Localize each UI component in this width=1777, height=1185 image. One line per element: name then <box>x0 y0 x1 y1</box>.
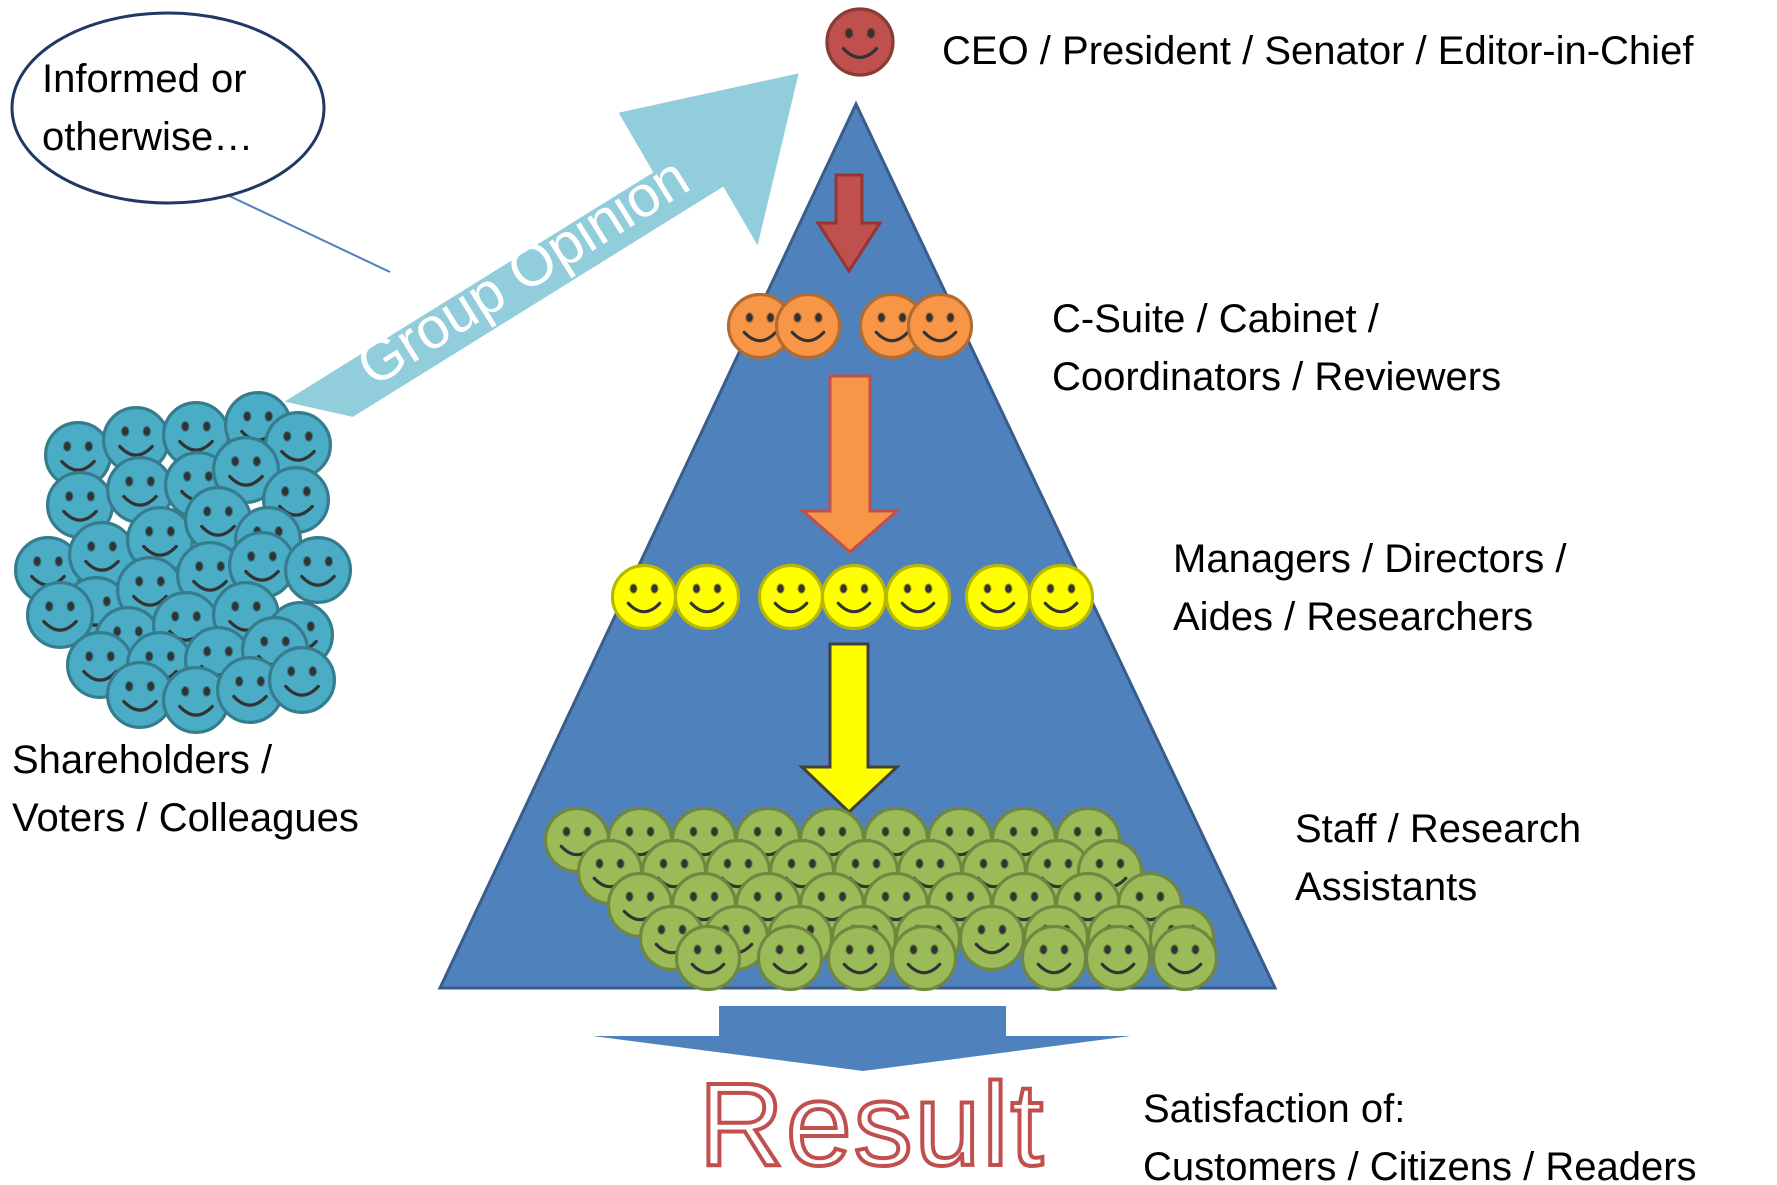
smiley-face-icon <box>964 563 1032 631</box>
smiley-face-icon <box>267 645 337 715</box>
arrow-down-level3 <box>798 642 901 815</box>
group-opinion-arrow: Group Opinion <box>279 70 802 420</box>
label-top: CEO / President / Senator / Editor-in-Ch… <box>942 29 1694 73</box>
smiley-face-icon <box>1020 924 1088 992</box>
smiley-face-icon <box>884 563 952 631</box>
label-group: Shareholders / Voters / Colleagues <box>12 731 359 847</box>
label-level4-line-2: Assistants <box>1295 865 1478 909</box>
callout-text: Informed or otherwise… <box>42 50 253 166</box>
smiley-face-icon <box>826 924 894 992</box>
smiley-face-icon <box>825 7 895 77</box>
label-level3-line-2: Aides / Researchers <box>1173 595 1534 639</box>
arrow-down-top <box>815 173 883 274</box>
result-title: Result <box>697 1059 1046 1185</box>
group-opinion-label: Group Opinion <box>346 144 700 399</box>
result-arrow <box>576 1004 1147 1074</box>
smiley-face-icon <box>906 292 974 360</box>
label-level2: C-Suite / Cabinet / Coordinators / Revie… <box>1052 290 1501 406</box>
label-satisfaction-line-2: Customers / Citizens / Readers <box>1143 1145 1697 1185</box>
callout-line-2: otherwise… <box>42 115 254 159</box>
label-level4-line-1: Staff / Research <box>1295 807 1582 851</box>
label-group-line-2: Voters / Colleagues <box>12 796 359 840</box>
smiley-face-icon <box>890 924 958 992</box>
arrow-down-level2 <box>798 374 902 554</box>
label-level2-line-2: Coordinators / Reviewers <box>1052 355 1502 399</box>
shareholders-group <box>13 390 353 735</box>
label-group-line-1: Shareholders / <box>12 738 273 782</box>
callout-bubble <box>10 11 391 273</box>
label-level3-line-1: Managers / Directors / <box>1173 537 1567 581</box>
smiley-face-icon <box>756 924 824 992</box>
label-level2-line-1: C-Suite / Cabinet / <box>1052 297 1379 341</box>
smiley-face-icon <box>283 535 353 605</box>
smiley-face-icon <box>673 563 741 631</box>
smiley-face-icon <box>1151 924 1219 992</box>
managers-group <box>610 563 1095 631</box>
label-level4: Staff / Research Assistants <box>1295 800 1581 916</box>
smiley-face-icon <box>757 563 825 631</box>
label-satisfaction-line-1: Satisfaction of: <box>1143 1087 1406 1131</box>
top-leader-group <box>825 7 895 77</box>
smiley-face-icon <box>674 924 742 992</box>
smiley-face-icon <box>774 292 842 360</box>
callout-line-1: Informed or <box>42 57 247 101</box>
smiley-face-icon <box>1027 563 1095 631</box>
smiley-face-icon <box>1084 924 1152 992</box>
smiley-face-icon <box>610 563 678 631</box>
label-level3: Managers / Directors / Aides / Researche… <box>1173 530 1566 646</box>
smiley-face-icon <box>820 563 888 631</box>
label-satisfaction: Satisfaction of: Customers / Citizens / … <box>1143 1080 1697 1185</box>
smiley-face-icon <box>958 904 1026 972</box>
